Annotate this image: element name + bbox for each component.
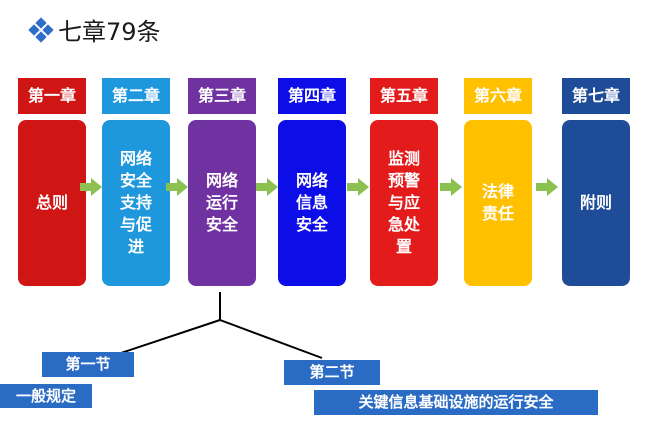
arrow-right-icon	[256, 178, 278, 196]
section-2-label: 第二节	[284, 360, 380, 385]
chapter-3: 第三章 网络 运行 安全	[188, 78, 256, 286]
arrow-right-icon	[166, 178, 188, 196]
arrow-right-icon	[536, 178, 558, 196]
chapter-2-body: 网络 安全 支持 与促 进	[102, 120, 170, 286]
chapter-4-head: 第四章	[278, 78, 346, 114]
chapter-1-body: 总则	[18, 120, 86, 286]
chapter-6-head: 第六章	[464, 78, 532, 114]
arrow-right-icon	[347, 178, 369, 196]
arrow-right-icon	[80, 178, 102, 196]
slide-title: 七章79条	[28, 12, 161, 47]
chapter-4: 第四章 网络 信息 安全	[278, 78, 346, 286]
chapter-5-body: 监测 预警 与应 急处 置	[370, 120, 438, 286]
chapter-7-body: 附则	[562, 120, 630, 286]
chapter-2-head: 第二章	[102, 78, 170, 114]
chapter-7: 第七章 附则	[562, 78, 630, 286]
chapter-6: 第六章 法律 责任	[464, 78, 532, 286]
chapter-3-body: 网络 运行 安全	[188, 120, 256, 286]
chapter-6-body: 法律 责任	[464, 120, 532, 286]
section-1-label: 第一节	[42, 352, 134, 377]
chapter-4-body: 网络 信息 安全	[278, 120, 346, 286]
chapter-7-head: 第七章	[562, 78, 630, 114]
chapter-2: 第二章 网络 安全 支持 与促 进	[102, 78, 170, 286]
chapter-1-head: 第一章	[18, 78, 86, 114]
arrow-right-icon	[440, 178, 462, 196]
chapter-5-head: 第五章	[370, 78, 438, 114]
chapter-3-head: 第三章	[188, 78, 256, 114]
chapter-1: 第一章 总则	[18, 78, 86, 286]
section-2-desc: 关键信息基础设施的运行安全	[314, 390, 598, 415]
chapter-5: 第五章 监测 预警 与应 急处 置	[370, 78, 438, 286]
title-text: 七章79条	[58, 18, 161, 46]
section-1-desc: 一般规定	[0, 384, 92, 408]
